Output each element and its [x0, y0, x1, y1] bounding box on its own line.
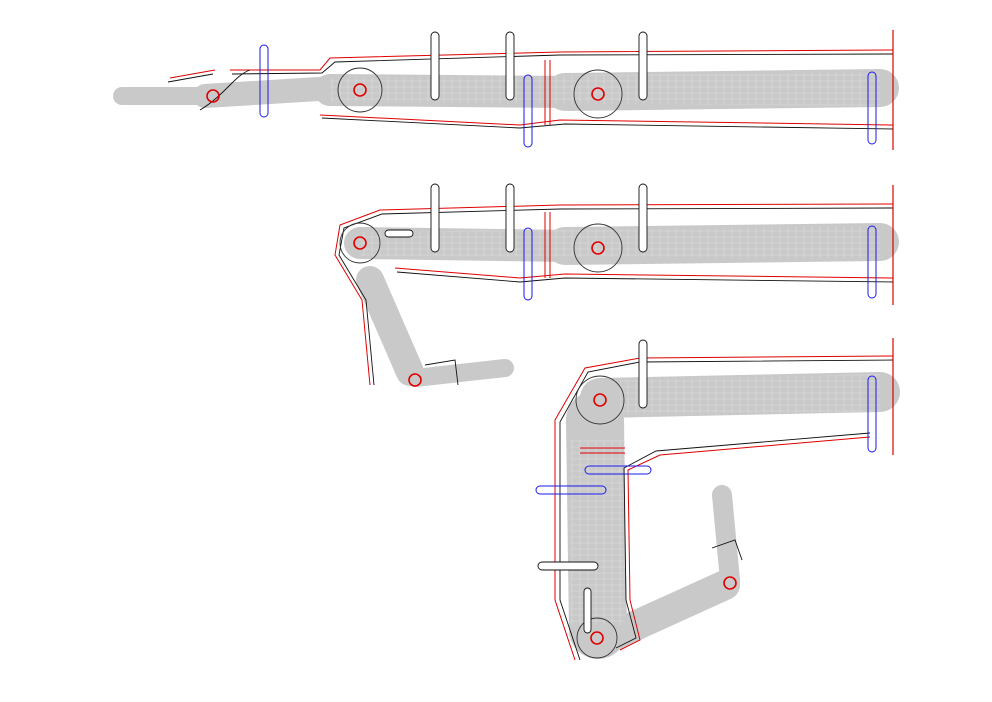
pin-icon — [638, 31, 648, 101]
middle-phalanx — [600, 570, 740, 650]
pin-icon — [535, 485, 607, 495]
pin-icon — [867, 71, 877, 145]
pins — [384, 183, 877, 301]
pin-icon — [430, 183, 440, 253]
pin-icon — [583, 587, 592, 634]
bones — [566, 372, 900, 659]
tip-joint — [206, 89, 220, 103]
dip-joint — [353, 236, 367, 250]
middle-phalanx — [356, 266, 424, 386]
pip-joint — [591, 87, 605, 101]
pin-icon — [505, 183, 515, 253]
distal-phalanx — [406, 359, 514, 387]
pin-icon — [430, 31, 440, 101]
dip-joint — [590, 631, 604, 645]
dip-joint — [353, 83, 367, 97]
pip-joint — [593, 393, 607, 407]
bones — [344, 223, 899, 387]
joints — [339, 222, 623, 387]
tip-joint — [408, 373, 422, 387]
pin-icon — [384, 229, 414, 238]
tendons — [167, 49, 894, 130]
tendons — [334, 203, 894, 386]
pip-joint — [591, 241, 605, 255]
tendons — [554, 355, 894, 661]
bones — [113, 69, 899, 111]
joints — [206, 67, 623, 119]
pose-partially-flexed — [334, 183, 899, 387]
middle-phalanx — [193, 76, 347, 108]
pins — [535, 339, 877, 634]
pin-icon — [867, 375, 877, 453]
pin-icon — [523, 227, 533, 301]
pins — [259, 31, 877, 148]
tip-joint — [723, 576, 737, 590]
pin-icon — [867, 225, 877, 299]
pin-icon — [505, 31, 515, 101]
pin-icon — [584, 465, 652, 475]
pose-extended — [113, 30, 899, 150]
pin-icon — [638, 339, 648, 409]
distal-phalanx — [712, 485, 740, 590]
pin-icon — [537, 561, 599, 571]
pose-fully-flexed — [535, 338, 900, 661]
joints — [575, 375, 737, 659]
pin-icon — [523, 74, 533, 148]
pin-icon — [259, 44, 269, 118]
pin-icon — [638, 183, 648, 253]
